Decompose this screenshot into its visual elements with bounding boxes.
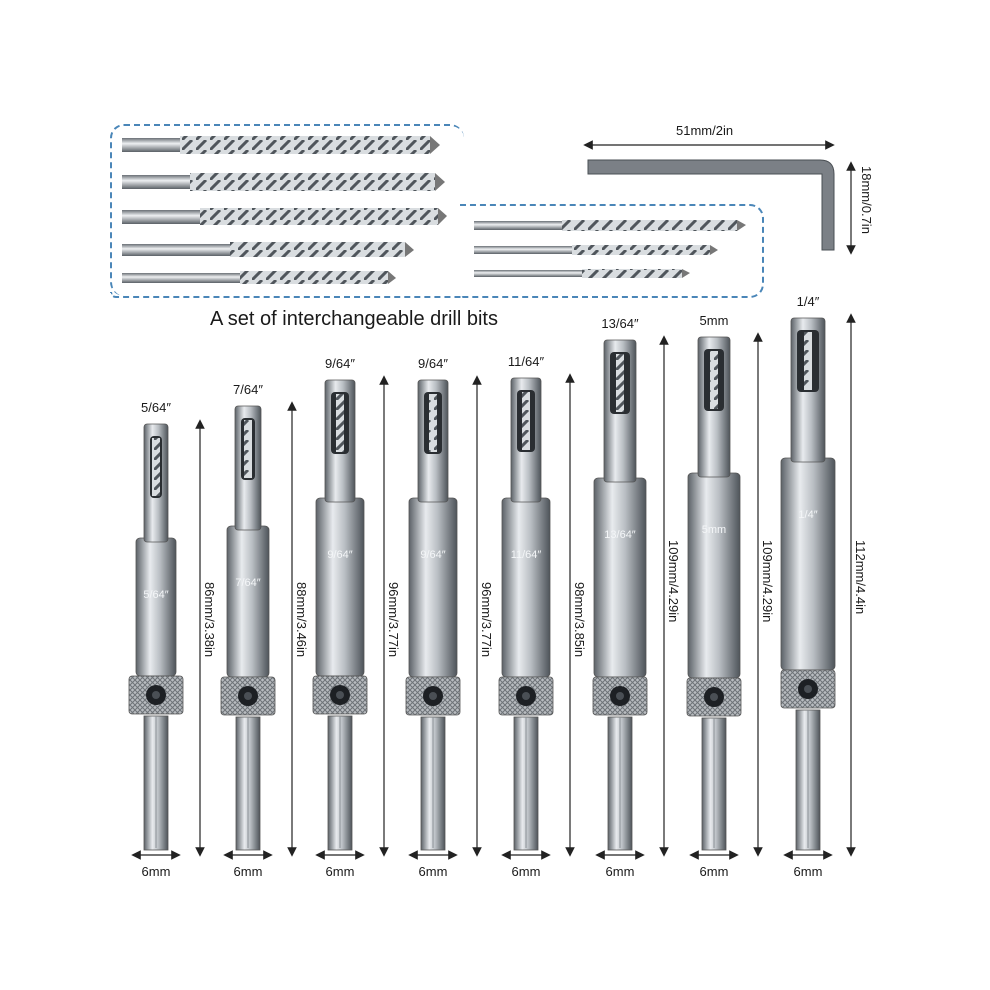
loose-bit-6 [474,220,746,231]
loose-bit-8 [474,269,690,278]
bit-size-label: 13/64″ [601,316,639,331]
shank-size-label: 6mm [418,864,448,879]
loose-bit-1 [122,136,440,154]
loose-bit-2 [122,173,445,191]
countersink-bit-7: 5mm [686,332,763,860]
bit-size-label: 1/4″ [796,294,820,309]
drill-bit-group-frame-bottom [110,292,464,298]
drill-bit-group-frame [110,124,464,296]
loose-bit-4 [122,242,414,257]
countersink-bit-5: 11/64″ [498,373,575,860]
loose-bit-3 [122,208,447,225]
bit-size-label: 5mm [699,313,729,328]
countersink-bit-8: 1/4″ [780,313,856,860]
loose-bit-7 [474,245,718,255]
engraved-size: 1/4″ [798,509,817,521]
engraved-size: 9/64″ [327,549,352,561]
bit-length-label: 96mm/3.77in [479,582,494,658]
bit-length-label: 96mm/3.77in [386,582,401,658]
shank-size-label: 6mm [511,864,541,879]
set-title: A set of interchangeable drill bits [210,308,498,330]
countersink-bit-2: 7/64″ [220,401,297,860]
loose-drill-bits [122,136,746,284]
shank-size-label: 6mm [325,864,355,879]
bit-size-label: 5/64″ [141,400,171,415]
drill-bit-group-frame-right [460,204,764,298]
engraved-size: 7/64″ [235,577,260,589]
countersink-bit-6: 13/64″ [592,335,669,860]
wrench-height-label: 18mm/0.7in [859,166,874,234]
countersink-bit-4: 9/64″ [405,375,482,860]
wrench-width-label: 51mm/2in [676,123,734,138]
shank-size-label: 6mm [793,864,823,879]
bit-length-label: 88mm/3.46in [294,582,309,658]
bit-length-label: 86mm/3.38in [202,582,217,658]
hex-key-wrench [583,140,856,255]
engraved-size: 9/64″ [420,549,445,561]
shank-size-label: 6mm [233,864,263,879]
shank-size-label: 6mm [605,864,635,879]
countersink-bit-1: 5/64″ [128,419,205,860]
bit-size-label: 9/64″ [418,356,448,371]
bit-length-label: 109mm/4.29in [666,540,681,623]
bit-size-label: 7/64″ [233,382,263,397]
bit-length-label: 98mm/3.85in [572,582,587,658]
countersink-bit-3: 9/64″ [312,375,389,860]
bit-length-label: 109mm/4.29in [760,540,775,623]
bit-size-label: 9/64″ [325,356,355,371]
engraved-size: 5/64″ [143,589,168,601]
shank-size-label: 6mm [699,864,729,879]
loose-bit-5 [122,271,396,284]
bit-size-label: 11/64″ [507,354,545,369]
countersink-bits: 5/64″ 7/64″ 9/64″ 9/64″ 11/64″ 13/64″ 5mm 1/4″ [128,313,856,860]
engraved-size: 5mm [702,524,726,536]
bit-length-label: 112mm/4.4in [853,540,868,615]
engraved-size: 11/64″ [511,549,542,561]
engraved-size: 13/64″ [604,529,636,541]
shank-size-label: 6mm [141,864,171,879]
